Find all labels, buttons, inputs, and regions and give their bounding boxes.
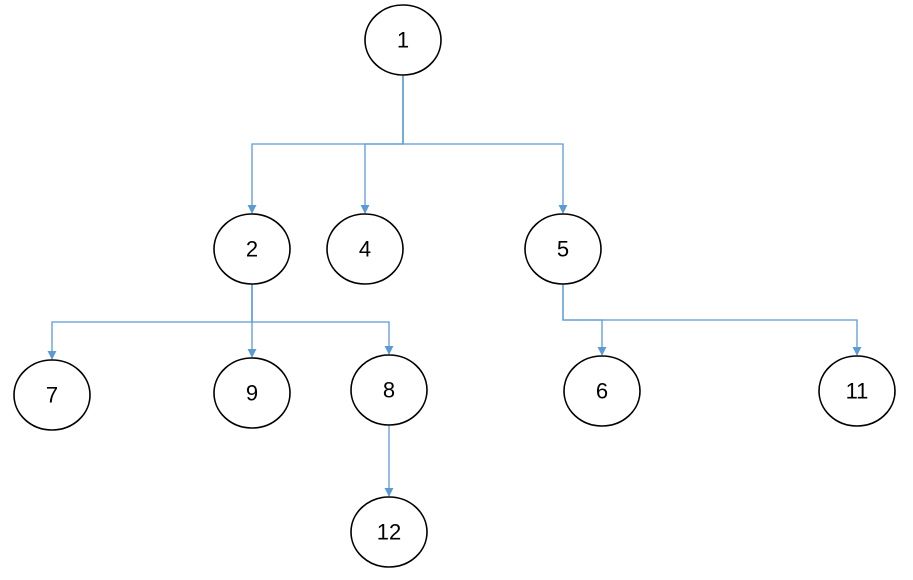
node-8: 8 [350, 354, 428, 426]
node-9: 9 [213, 357, 291, 429]
node-8-label: 8 [383, 378, 395, 403]
node-1-label: 1 [397, 28, 409, 53]
node-2: 2 [213, 213, 291, 285]
edges [47, 75, 862, 497]
edge-1-to-4 [360, 75, 404, 214]
node-4: 4 [326, 213, 404, 285]
node-6-label: 6 [596, 379, 608, 404]
node-12-label: 12 [377, 520, 401, 545]
node-7-label: 7 [46, 383, 58, 408]
node-11-shape [818, 355, 896, 427]
node-12-shape [350, 496, 428, 568]
node-4-label: 4 [359, 237, 371, 262]
node-9-shape [213, 357, 291, 429]
node-1: 1 [364, 4, 442, 76]
node-2-shape [213, 213, 291, 285]
node-11: 11 [818, 355, 896, 427]
node-8-shape [350, 354, 428, 426]
node-6: 6 [563, 355, 641, 427]
node-9-label: 9 [246, 381, 258, 406]
node-2-label: 2 [246, 237, 258, 262]
node-1-shape [364, 4, 442, 76]
edge-2-to-8 [251, 284, 394, 355]
node-7-shape [13, 359, 91, 431]
node-4-shape [326, 213, 404, 285]
node-12: 12 [350, 496, 428, 568]
node-11-label: 11 [846, 379, 869, 404]
edge-1-to-5 [402, 75, 568, 214]
node-5: 5 [524, 213, 602, 285]
edge-2-to-7 [47, 284, 253, 360]
edge-5-to-11 [562, 284, 862, 356]
node-6-shape [563, 355, 641, 427]
node-5-label: 5 [557, 237, 569, 262]
node-5-shape [524, 213, 602, 285]
node-7: 7 [13, 359, 91, 431]
